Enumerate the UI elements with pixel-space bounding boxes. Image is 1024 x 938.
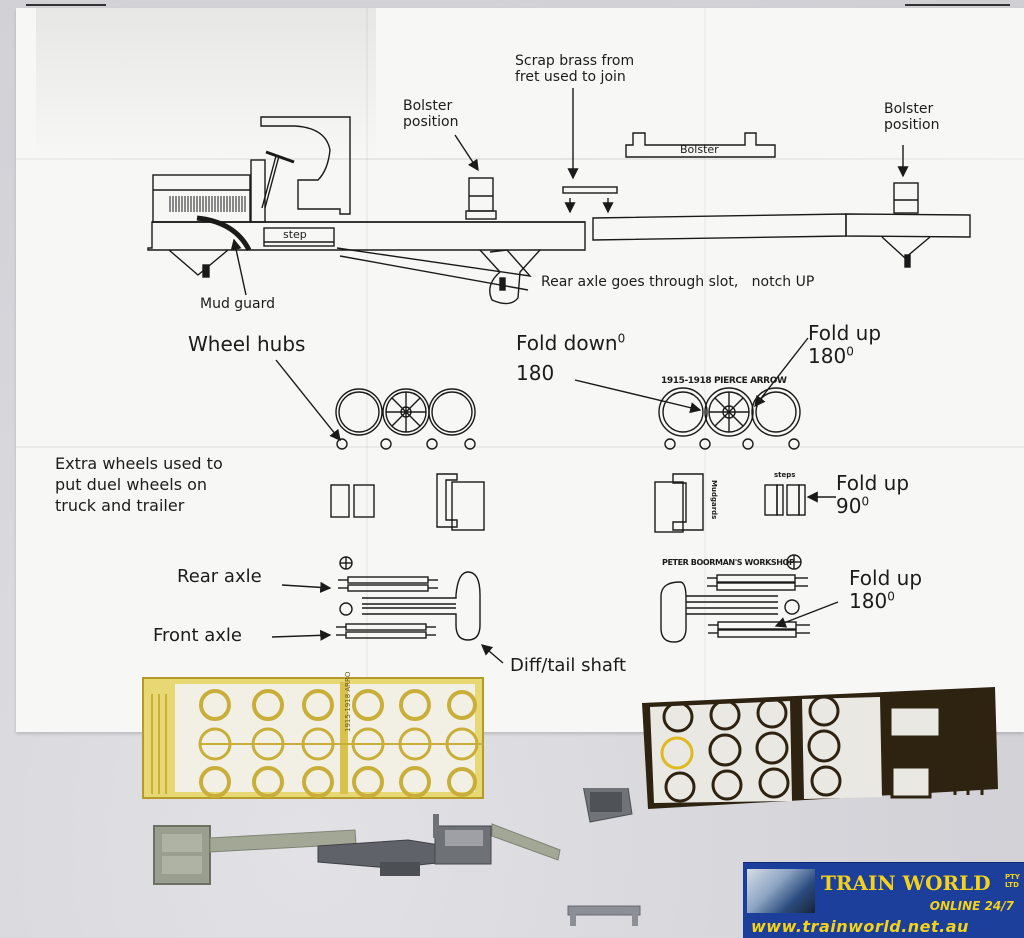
fold-up-180-label-top: Fold up 1800 [808,321,882,368]
resin-truck-chassis [317,814,492,876]
resin-axle-part [491,823,561,861]
fold-up-90-label: Fold up 900 [836,471,910,518]
scrap-brass-label: Scrap brass from fret used to join [515,53,635,86]
fold-down-angle: 180 [516,361,555,385]
scrap-brass-strip [562,186,618,194]
wheel-set-left [335,388,476,450]
paper-fold [16,158,1024,160]
front-axle-label: Front axle [153,625,243,646]
mud-guard-label: Mud guard [200,296,276,312]
brand-name: TRAIN WORLD [821,871,991,895]
top-right-rule [905,4,1010,6]
brand-tagline: ONLINE 24/7 [929,899,1014,913]
fret-tag: 1915-1918 ARROW [344,672,352,732]
brand-url: www.trainworld.net.au [751,917,969,936]
wheel-hubs-label: Wheel hubs [188,332,306,356]
rear-axle-label: Rear axle [177,566,262,587]
truck-chassis-drawing [147,116,586,305]
bolster-position-label-right: Bolster position [884,101,940,134]
fold-up-180-label-bottom: Fold up 1800 [849,566,923,613]
bolster-part-label: Bolster [680,143,719,156]
trailer-frame-drawing [592,182,971,268]
brass-fret-left: 1915-1918 ARROW [142,672,484,799]
instruction-sheet [16,8,1024,732]
resin-trailer-bed [153,825,357,885]
axle-set-right [660,554,810,643]
extra-wheels-note: Extra wheels used to put duel wheels on … [55,454,223,515]
top-left-rule [26,4,106,6]
bolster-part [625,132,776,158]
workshop-title: PETER BOORMAN'S WORKSHOP [662,558,795,567]
fold-down-label: Fold down0 [516,331,626,355]
resin-cab-part [583,788,633,823]
paper-fold [366,8,368,732]
resin-bumper [567,905,641,926]
paper-fold [16,446,1024,448]
resin-parts [153,788,641,926]
rear-axle-slot-label: Rear axle goes through slot, notch UP [541,274,815,290]
gold-wheel [660,736,694,770]
brass-spoke-wheels-left [198,727,483,761]
steps-tag: steps [774,471,796,479]
locomotive-photo [747,869,815,913]
brass-fret-right [642,687,998,809]
pierce-arrow-title: 1915-1918 PIERCE ARROW [661,376,787,386]
bolster-position-label-left: Bolster position [403,98,459,131]
step-label: step [283,228,307,241]
mudguards-tag: Mudgards [710,480,718,520]
diff-tail-shaft-label: Diff/tail shaft [510,655,627,676]
wheel-set-right [658,387,801,450]
brass-wheel-rims-left [199,689,477,798]
axle-set-left [336,556,481,641]
